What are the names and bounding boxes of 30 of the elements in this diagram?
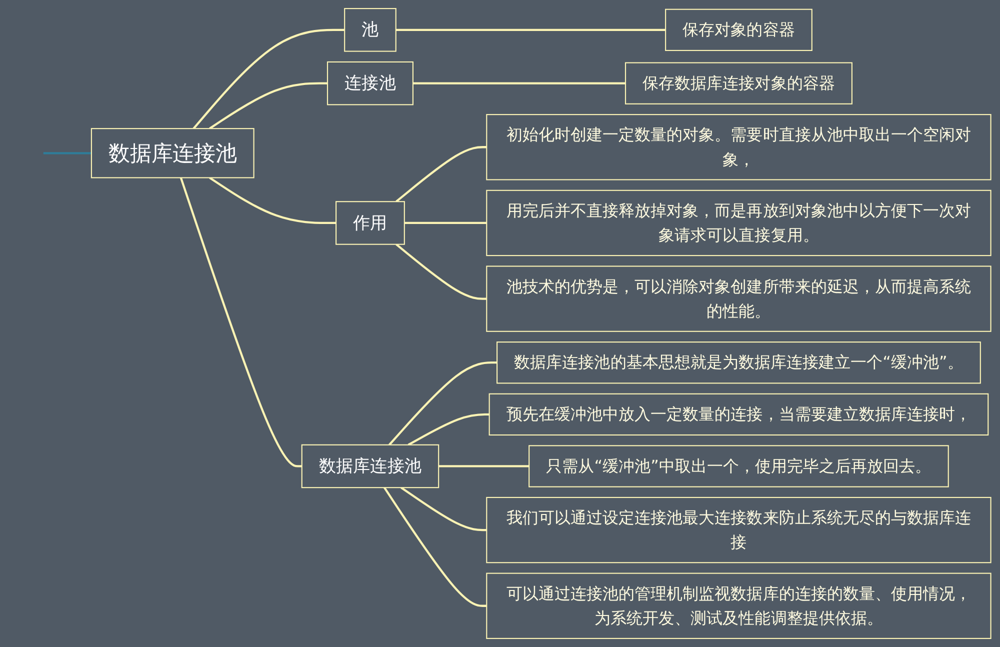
connector [388,362,498,446]
node-box: 保存数据库连接对象的容器 [624,62,852,104]
node-box: 用完后并不直接释放掉对象，而是再放到对象池中以方便下一次对象请求可以直接复用。 [486,190,992,256]
node-box: 作用 [336,201,405,245]
connector [209,176,336,224]
node-box: 连接池 [326,61,414,106]
node-box: 池技术的优势是，可以消除对象创建所带来的延迟，从而提高系统的性能。 [486,266,992,332]
node-box: 可以通过连接池的管理机制监视数据库的连接的数量、使用情况，为系统开发、测试及性能调整提供依据。 [486,572,992,639]
connector [43,152,92,154]
connector [383,487,487,607]
node-box: 数据库连接池的基本思想就是为数据库连接建立一个“缓冲池”。 [496,342,981,384]
node-box: 数据库连接池 [301,444,440,488]
connector [396,146,487,202]
connector [400,486,487,532]
connector [412,82,626,84]
connector [209,82,328,130]
connector [192,28,345,130]
connector [408,413,490,446]
node-box: 只需从“缓冲池”中取出一个，使用完毕之后再放回去。 [528,445,949,488]
connector [404,222,487,224]
connector [180,177,302,468]
connector [396,244,487,300]
node-box: 我们可以通过设定连接池最大连接数来防止系统无尽的与数据库连接 [486,496,992,564]
connector [396,28,666,31]
node-box: 保存对象的容器 [665,8,812,51]
node-box: 池 [344,8,396,52]
connector [438,465,530,468]
node-box: 数据库连接池 [90,128,254,178]
node-box: 初始化时创建一定数量的对象。需要时直接从池中取出一个空闲对象， [486,114,992,180]
node-box: 预先在缓冲池中放入一定数量的连接，当需要建立数据库连接时， [488,393,989,436]
